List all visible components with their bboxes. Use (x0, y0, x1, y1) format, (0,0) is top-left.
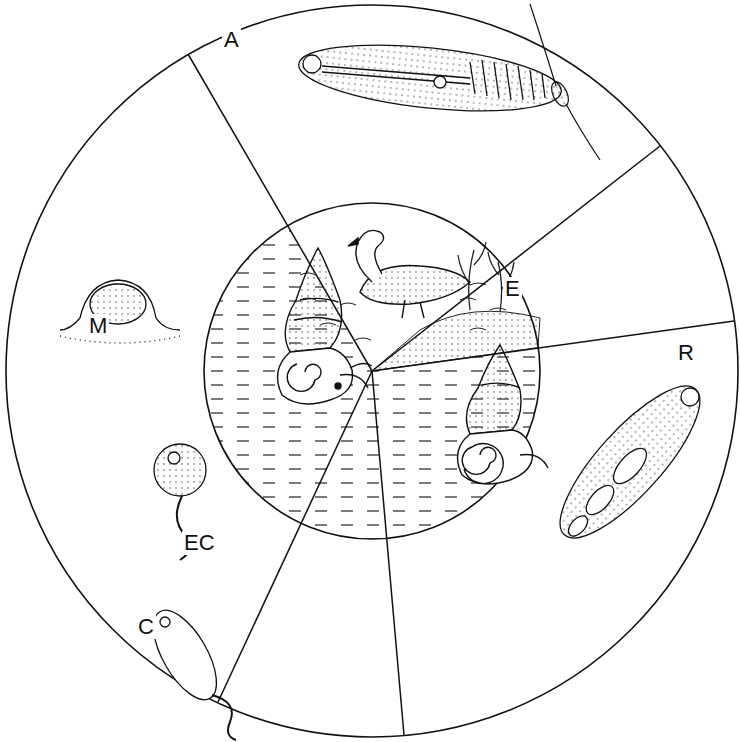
stage-letter: EC (182, 531, 217, 555)
stage-letter: M (87, 314, 109, 338)
stage-letter: E (503, 277, 522, 301)
stage-letter: A (222, 28, 241, 52)
stage-letter: R (676, 341, 696, 365)
stage-letter: C (136, 615, 156, 639)
